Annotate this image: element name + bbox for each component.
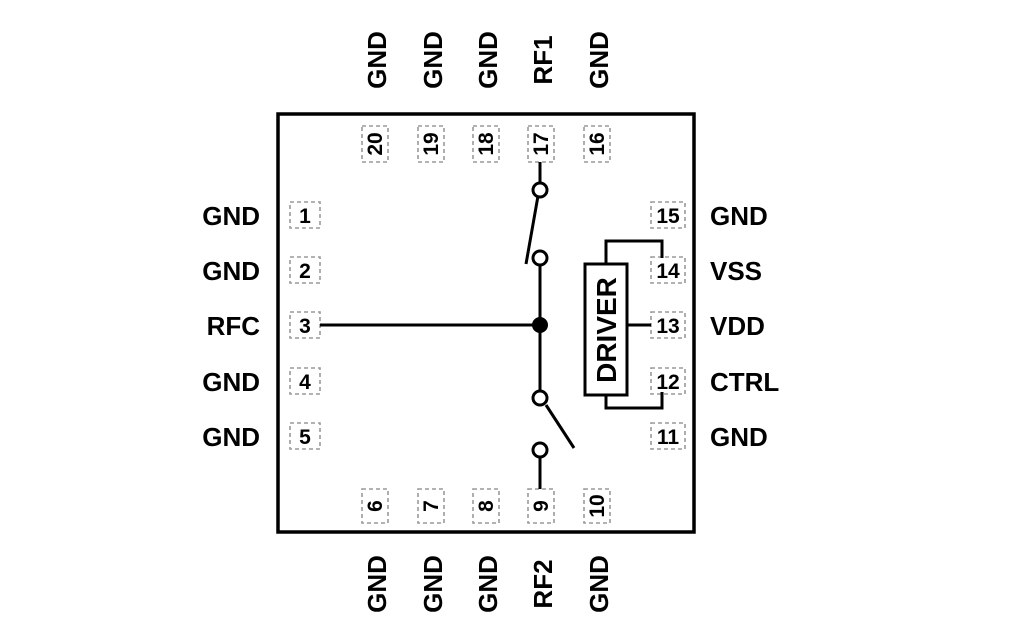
pin-pad <box>650 256 686 284</box>
pin-pad <box>289 422 321 450</box>
pin-8: 8 GND <box>472 488 503 613</box>
package-outline <box>276 112 696 534</box>
pin-number: 7 <box>420 500 443 512</box>
pin-number: 13 <box>656 315 679 338</box>
pin-pad <box>650 311 686 339</box>
rf2-contact <box>531 441 549 459</box>
pin-pad <box>472 125 500 163</box>
driver-box <box>583 262 629 397</box>
rf1-switch-arm <box>524 195 540 265</box>
vss-connection <box>604 239 664 264</box>
pin-number: 9 <box>530 500 553 512</box>
pin-label: RF1 <box>528 35 558 84</box>
pin-number: 8 <box>475 500 498 512</box>
pin-label: GND <box>710 422 768 452</box>
pin-2: 2 GND <box>202 256 321 286</box>
pin-10: 10 GND <box>583 488 614 613</box>
pin-label: CTRL <box>710 367 779 397</box>
pin-label: GND <box>202 201 260 231</box>
pin-12: 12 CTRL <box>650 367 779 397</box>
pin-label: VSS <box>710 256 762 286</box>
pin-1: 1 GND <box>202 201 321 231</box>
driver-block: DRIVER <box>583 239 664 410</box>
pin-number: 10 <box>586 494 609 517</box>
pin-pad <box>417 488 445 524</box>
pin-label: GND <box>362 555 392 613</box>
pin-15: 15 GND <box>650 201 768 231</box>
pin-label: VDD <box>710 311 765 341</box>
rf2-pivot <box>531 389 549 407</box>
rf2-switch-arm <box>544 404 576 449</box>
pin-number: 14 <box>656 260 680 283</box>
pin-pad <box>650 367 686 395</box>
pin-pad <box>527 125 555 163</box>
pin-number: 16 <box>586 132 609 155</box>
pin-5: 5 GND <box>202 422 321 452</box>
pin-pad <box>472 488 500 524</box>
pin-label: GND <box>202 422 260 452</box>
pin-11: 11 GND <box>650 422 768 452</box>
driver-label: DRIVER <box>591 277 622 383</box>
pin-number: 19 <box>420 132 443 155</box>
pin-6: 6 GND <box>361 488 392 613</box>
pin-9: 9 RF2 <box>527 488 558 609</box>
pin-pad <box>417 125 445 163</box>
pin-pad <box>527 488 555 524</box>
pin-pad <box>361 488 389 524</box>
pin-16: 16 GND <box>583 31 614 163</box>
rf1-pivot <box>531 249 549 267</box>
pin-number: 5 <box>299 426 311 449</box>
pin-label: GND <box>710 201 768 231</box>
pin-pad <box>650 422 686 450</box>
pin-number: 18 <box>475 132 498 156</box>
ctrl-connection <box>604 392 664 410</box>
rf-switch-circuit <box>320 162 576 489</box>
pin-pad <box>361 125 389 163</box>
pin-label: GND <box>473 31 503 89</box>
pin-label: GND <box>473 555 503 613</box>
pin-label: GND <box>418 555 448 613</box>
pin-7: 7 GND <box>417 488 448 613</box>
pin-label: RFC <box>207 311 261 341</box>
pin-pad <box>583 125 611 163</box>
pin-pad <box>289 367 321 395</box>
pin-pad <box>583 488 611 524</box>
pin-pad <box>289 311 321 339</box>
pin-18: 18 GND <box>472 31 503 163</box>
pin-number: 17 <box>530 132 553 155</box>
pin-number: 4 <box>299 371 311 394</box>
pin-label: GND <box>584 31 614 89</box>
pin-number: 3 <box>299 315 311 338</box>
pin-13: 13 VDD <box>650 311 765 341</box>
pin-number: 11 <box>657 426 680 449</box>
pin-3: 3 RFC <box>207 311 321 341</box>
pin-pad <box>289 256 321 284</box>
pin-number: 2 <box>299 260 311 283</box>
rf1-contact <box>531 181 549 199</box>
pin-pad <box>289 201 321 229</box>
pin-20: 20 GND <box>361 31 392 163</box>
pin-14: 14 VSS <box>650 256 762 286</box>
pin-label: GND <box>362 31 392 89</box>
pin-label: RF2 <box>528 559 558 608</box>
pin-4: 4 GND <box>202 367 321 397</box>
pin-label: GND <box>584 555 614 613</box>
pin-pad <box>650 201 686 229</box>
pin-number: 6 <box>364 500 387 512</box>
pin-label: GND <box>202 367 260 397</box>
junction-dot <box>532 317 548 333</box>
pin-number: 15 <box>656 205 680 228</box>
pin-number: 20 <box>364 132 387 155</box>
pin-19: 19 GND <box>417 31 448 163</box>
pin-label: GND <box>418 31 448 89</box>
pin-label: GND <box>202 256 260 286</box>
pin-17: 17 RF1 <box>527 35 558 163</box>
pin-number: 12 <box>656 371 679 394</box>
pin-number: 1 <box>299 205 311 228</box>
